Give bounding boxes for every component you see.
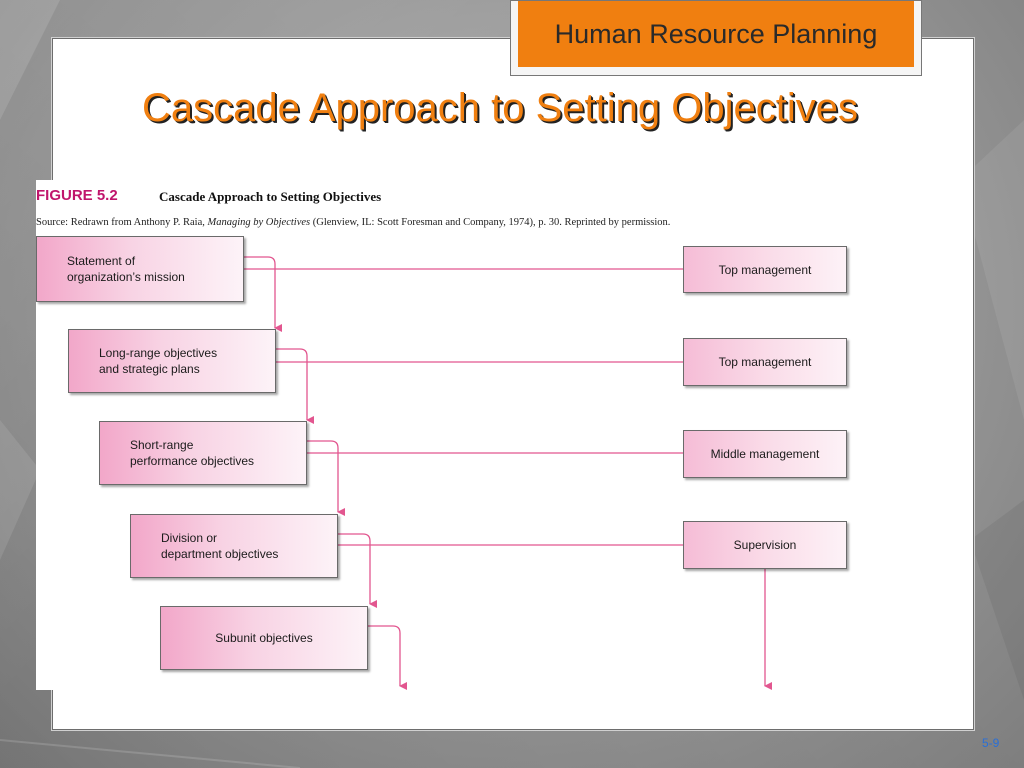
objective-box-long-range: Long-range objectives and strategic plan… <box>68 329 276 393</box>
header-banner: Human Resource Planning <box>518 1 914 67</box>
slide-title: Cascade Approach to Setting Objectives <box>142 86 858 130</box>
objective-label: Division or department objectives <box>161 531 279 561</box>
figure: FIGURE 5.2 Cascade Approach to Setting O… <box>36 180 936 690</box>
connector-lines <box>242 256 772 690</box>
cascade-arrow-3 <box>307 440 345 516</box>
source-suffix: (Glenview, IL: Scott Foresman and Compan… <box>310 217 671 228</box>
source-prefix: Source: Redrawn from Anthony P. Raia, <box>36 217 208 228</box>
header-tab: Human Resource Planning <box>510 0 922 76</box>
level-label: Supervision <box>733 538 797 552</box>
objective-label: Subunit objectives <box>215 631 313 645</box>
source-book-title: Managing by Objectives <box>207 217 311 228</box>
level-label: Top management <box>718 262 812 277</box>
level-box-supervision: Supervision <box>683 521 847 569</box>
cascade-arrow-1 <box>244 256 282 332</box>
figure-title: Cascade Approach to Setting Objectives <box>159 189 382 204</box>
objective-box-short-range: Short-range performance objectives <box>99 421 307 485</box>
level-box-top-management-1: Top management <box>683 246 847 293</box>
level-label: Top management <box>718 355 812 369</box>
cascade-arrow-2 <box>276 348 314 424</box>
level-label: Middle management <box>710 447 820 461</box>
objective-label: Short-range performance objectives <box>130 438 255 468</box>
figure-source: Source: Redrawn from Anthony P. Raia, Ma… <box>36 217 670 228</box>
cascade-arrow-4 <box>338 533 377 608</box>
objective-label: Long-range objectives and strategic plan… <box>99 346 218 376</box>
objective-box-division: Division or department objectives <box>130 514 338 578</box>
objective-box-subunit: Subunit objectives <box>160 606 368 670</box>
figure-label: FIGURE 5.2 <box>36 187 118 204</box>
level-box-top-management-2: Top management <box>683 338 847 386</box>
objective-box-mission: Statement of organization’s mission <box>36 236 244 302</box>
page-number: 5-9 <box>982 736 1000 750</box>
objective-label: Statement of organization’s mission <box>67 254 185 284</box>
level-box-middle-management: Middle management <box>683 430 847 478</box>
cascade-arrow-5 <box>367 625 407 690</box>
header-text: Human Resource Planning <box>554 18 878 49</box>
